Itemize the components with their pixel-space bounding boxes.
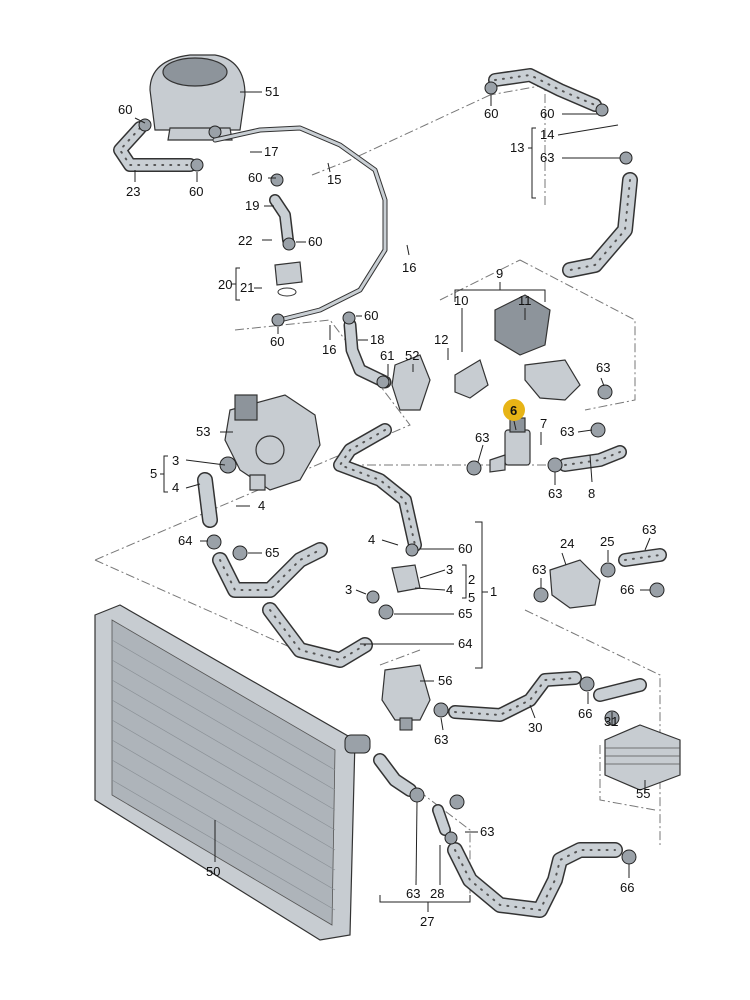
part-label: 22 bbox=[238, 233, 252, 248]
part-label: 16 bbox=[322, 342, 336, 357]
part-label: 5 bbox=[150, 466, 157, 481]
part-label: 4 bbox=[172, 480, 179, 495]
part-label: 20 bbox=[218, 277, 232, 292]
part-label: 52 bbox=[405, 348, 419, 363]
part-label: 55 bbox=[636, 786, 650, 801]
part-label: 63 bbox=[540, 150, 554, 165]
part-label: 3 bbox=[345, 582, 352, 597]
part-label: 4 bbox=[368, 532, 375, 547]
part-label: 60 bbox=[458, 541, 472, 556]
bracket-20 bbox=[274, 261, 303, 297]
part-label: 63 bbox=[560, 424, 574, 439]
hose-clamps bbox=[138, 81, 665, 865]
part-label: 28 bbox=[430, 886, 444, 901]
part-label: 64 bbox=[178, 533, 192, 548]
part-label: 31 bbox=[604, 714, 618, 729]
bracket-10 bbox=[454, 359, 489, 399]
part-label: 66 bbox=[620, 582, 634, 597]
part-label: 5 bbox=[468, 590, 475, 605]
part-label: 56 bbox=[438, 673, 452, 688]
thermostat-housing bbox=[219, 394, 321, 491]
part-label: 21 bbox=[240, 280, 254, 295]
part-label: 19 bbox=[245, 198, 259, 213]
part-label: 8 bbox=[588, 486, 595, 501]
part-label: 11 bbox=[518, 293, 532, 308]
part-label: 7 bbox=[540, 416, 547, 431]
part-label: 27 bbox=[420, 914, 434, 929]
part-label: 60 bbox=[118, 102, 132, 117]
part-label: 3 bbox=[172, 453, 179, 468]
auxiliary-water-pump-upper bbox=[494, 294, 581, 401]
radiator bbox=[94, 604, 371, 941]
part-label: 66 bbox=[620, 880, 634, 895]
part-label: 23 bbox=[126, 184, 140, 199]
part-label: 6 bbox=[510, 403, 517, 418]
part-label: 65 bbox=[265, 545, 279, 560]
part-label: 63 bbox=[642, 522, 656, 537]
oil-cooler bbox=[604, 724, 681, 791]
part-label: 3 bbox=[446, 562, 453, 577]
part-label: 65 bbox=[458, 606, 472, 621]
pump-56 bbox=[381, 664, 431, 731]
part-label: 61 bbox=[380, 348, 394, 363]
coolant-pipe-15 bbox=[212, 125, 388, 323]
leader-lines bbox=[134, 91, 651, 912]
part-label: 60 bbox=[484, 106, 498, 121]
part-label: 53 bbox=[196, 424, 210, 439]
part-label: 25 bbox=[600, 534, 614, 549]
part-label: 14 bbox=[540, 127, 554, 142]
part-label: 18 bbox=[370, 332, 384, 347]
part-label: 64 bbox=[458, 636, 472, 651]
part-label: 63 bbox=[475, 430, 489, 445]
part-label: 63 bbox=[532, 562, 546, 577]
part-label: 60 bbox=[270, 334, 284, 349]
part-label: 63 bbox=[406, 886, 420, 901]
control-valve-6 bbox=[489, 417, 531, 473]
part-label: 50 bbox=[206, 864, 220, 879]
part-label: 63 bbox=[596, 360, 610, 375]
part-label: 60 bbox=[189, 184, 203, 199]
part-label: 66 bbox=[578, 706, 592, 721]
part-label: 15 bbox=[327, 172, 341, 187]
hoses bbox=[113, 68, 667, 918]
part-label: 51 bbox=[265, 84, 279, 99]
part-label: 2 bbox=[468, 572, 475, 587]
part-label: 63 bbox=[434, 732, 448, 747]
part-label: 13 bbox=[510, 140, 524, 155]
coolant-expansion-tank bbox=[149, 54, 246, 141]
part-label: 60 bbox=[248, 170, 262, 185]
part-number-labels: 51 60 23 60 17 60 15 19 22 60 16 20 21 6… bbox=[118, 84, 656, 929]
part-label: 30 bbox=[528, 720, 542, 735]
part-label: 12 bbox=[434, 332, 448, 347]
part-label: 63 bbox=[480, 824, 494, 839]
part-label: 60 bbox=[364, 308, 378, 323]
part-label: 24 bbox=[560, 536, 574, 551]
part-label: 60 bbox=[308, 234, 322, 249]
pump-24 bbox=[549, 559, 601, 609]
part-label: 1 bbox=[490, 584, 497, 599]
part-label: 17 bbox=[264, 144, 278, 159]
part-label: 63 bbox=[548, 486, 562, 501]
part-label: 10 bbox=[454, 293, 468, 308]
pump-52 bbox=[391, 354, 431, 411]
part-label: 60 bbox=[540, 106, 554, 121]
part-label: 4 bbox=[446, 582, 453, 597]
part-label: 9 bbox=[496, 266, 503, 281]
highlight-marker bbox=[503, 399, 525, 421]
part-label: 4 bbox=[258, 498, 265, 513]
part-label: 16 bbox=[402, 260, 416, 275]
